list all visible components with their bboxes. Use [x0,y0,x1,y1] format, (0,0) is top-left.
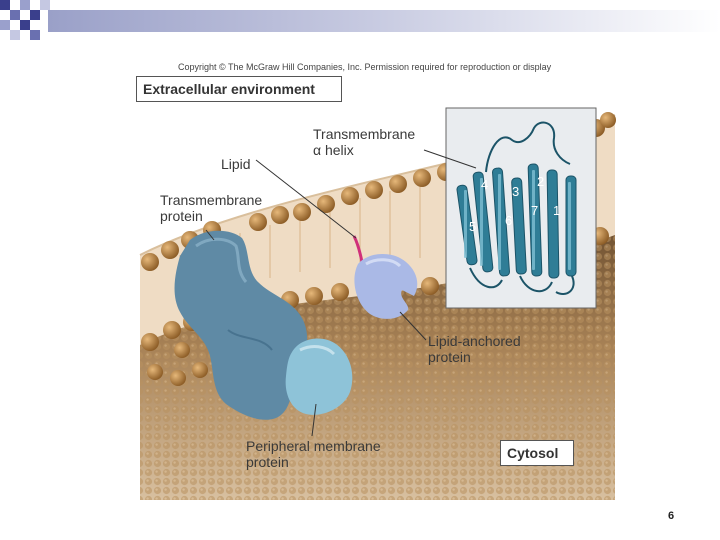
peripheral-protein [285,338,353,415]
peripheral-line1: Peripheral membrane [246,438,381,454]
transmembrane-protein [174,230,308,420]
transmembrane-protein-line1: Transmembrane [160,192,263,208]
helix-number-2: 2 [537,174,544,189]
lipid-anchored-label: Lipid-anchored protein [428,333,521,365]
lipid-anchor [352,235,364,263]
helix-number-7: 7 [531,203,538,218]
cytosol-label: Cytosol [500,440,574,466]
transmembrane-helix-line1: Transmembrane [313,126,416,142]
helix-number-3: 3 [512,184,519,199]
lipid-anchored-protein [354,253,418,319]
helix-highlights [464,170,571,270]
helix-inset: 1 2 3 4 5 6 7 [445,107,597,309]
slide-number: 6 [668,510,675,522]
lipid-label: Lipid [221,156,251,172]
helix-loops [469,121,575,295]
edge-head-groups [147,342,208,386]
transmembrane-helix-line2: α helix [313,142,354,158]
lipid-anchored-line2: protein [428,349,471,365]
transmembrane-protein-line2: protein [160,208,203,224]
helix-bundle [456,163,577,279]
helix-number-5: 5 [469,219,476,234]
helix-number-6: 6 [505,213,512,228]
leader-lines [205,149,477,437]
lipid-anchored-line1: Lipid-anchored [428,333,521,349]
helix-number-4: 4 [481,177,488,192]
transmembrane-helix-label: Transmembrane α helix [313,126,415,158]
helix-number-1: 1 [553,203,560,218]
extracellular-label: Extracellular environment [136,76,342,102]
decorative-header-pattern [0,0,720,40]
copyright-notice: Copyright © The McGraw Hill Companies, I… [178,62,552,72]
peripheral-line2: protein [246,454,289,470]
transmembrane-protein-label: Transmembrane protein [160,192,262,224]
peripheral-protein-label: Peripheral membrane protein [246,438,381,470]
